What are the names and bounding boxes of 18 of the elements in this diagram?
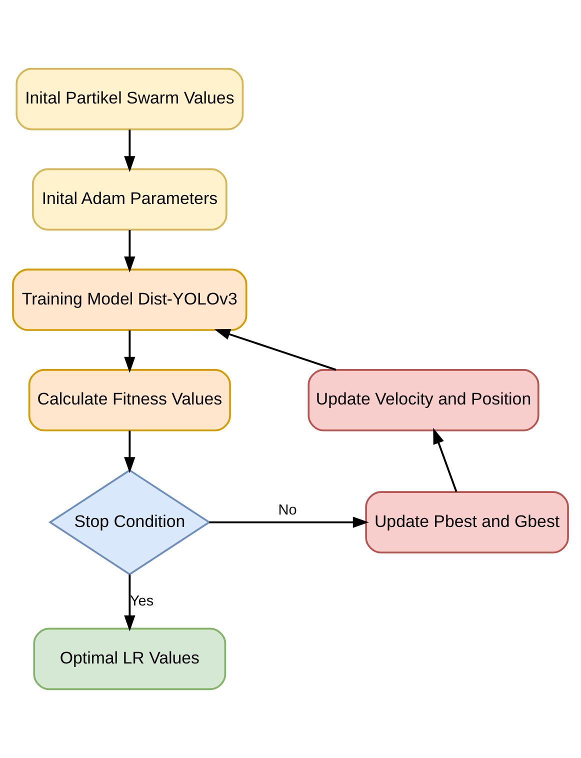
node-box: Calculate Fitness Values (28, 369, 231, 432)
node-box: Update Pbest and Gbest (365, 491, 569, 554)
node-box: Update Velocity and Position (308, 369, 540, 432)
edge-label: No (278, 502, 297, 519)
arrow (124, 230, 136, 272)
node-box: Training Model Dist-YOLOv3 (12, 268, 248, 331)
node-box: Optimal LR Values (33, 628, 226, 690)
arrow (433, 428, 458, 492)
node-box: Inital Adam Parameters (32, 168, 228, 231)
node-box: Inital Partikel Swarm Values (16, 68, 244, 130)
arrow (209, 516, 369, 528)
arrow (124, 574, 136, 632)
arrow (124, 130, 136, 172)
node-diamond: Stop Condition (48, 469, 211, 576)
edge-label: Yes (130, 593, 154, 610)
arrow (124, 330, 136, 373)
arrow (124, 430, 136, 474)
arrow (214, 328, 336, 371)
